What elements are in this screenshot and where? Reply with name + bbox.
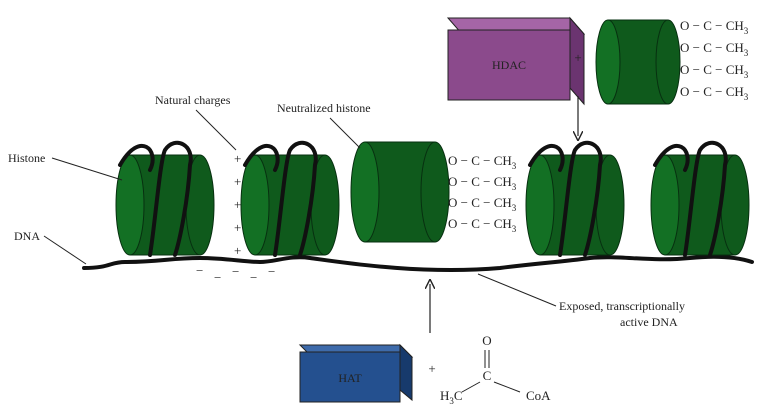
- hat-label: HAT: [338, 371, 362, 385]
- histone-neutralized: [350, 141, 450, 243]
- plus-sign-hdac: +: [574, 50, 581, 65]
- neutralized-histone-label: Neutralized histone: [277, 101, 371, 115]
- plus-charge: +: [234, 220, 241, 235]
- histone-wrapped-5: [650, 140, 750, 257]
- dna-label: DNA: [14, 229, 40, 243]
- negative-charges: − − − − −: [196, 263, 275, 285]
- plus-charge: +: [234, 243, 241, 258]
- plus-charge: +: [234, 151, 241, 166]
- histone-acetylated-top: [595, 19, 681, 105]
- histone-wrapped-4: [525, 140, 625, 257]
- exposed-dna-label-line2: active DNA: [620, 315, 678, 329]
- minus-charge: −: [250, 270, 257, 285]
- acetyl-group: O − C − CH3: [680, 62, 749, 80]
- coa-label: CoA: [526, 388, 551, 403]
- acetyl-group: O − C − CH3: [680, 18, 749, 36]
- plus-sign-hat: +: [428, 361, 435, 376]
- carbonyl-oxygen: O: [482, 333, 491, 348]
- acetyl-groups-top: O − C − CH3 O − C − CH3 O − C − CH3 O − …: [680, 18, 749, 102]
- neutralized-histone-leader-line: [329, 117, 361, 149]
- plus-charge: +: [234, 174, 241, 189]
- acetyl-group: O − C − CH3: [448, 195, 517, 213]
- minus-charge: −: [196, 263, 203, 278]
- acetyl-group: O − C − CH3: [448, 174, 517, 192]
- acetyl-groups-neutralized: O − C − CH3 O − C − CH3 O − C − CH3 O − …: [448, 153, 517, 234]
- dna-strand: [82, 254, 754, 273]
- dna-leader-line: [43, 235, 87, 265]
- acetyl-group: O − C − CH3: [680, 84, 749, 102]
- exposed-dna-leader-line: [477, 273, 557, 307]
- positive-charges: + + + + +: [234, 151, 241, 258]
- minus-charge: −: [268, 264, 275, 279]
- hdac-label: HDAC: [492, 58, 526, 72]
- minus-charge: −: [232, 264, 239, 279]
- histone-wrapped-2: [240, 140, 340, 257]
- minus-charge: −: [214, 270, 221, 285]
- natural-charges-label: Natural charges: [155, 93, 231, 107]
- acetyl-group: O − C − CH3: [448, 153, 517, 171]
- carbonyl-carbon: C: [483, 368, 492, 383]
- hdac-enzyme-box: HDAC: [446, 16, 586, 106]
- histone-leader-line: [51, 157, 123, 181]
- plus-charge: +: [234, 197, 241, 212]
- acetyl-group: O − C − CH3: [680, 40, 749, 58]
- exposed-dna-label-line1: Exposed, transcriptionally: [559, 299, 685, 313]
- acetyl-coa-structure: O C H3C CoA: [440, 333, 551, 406]
- methyl-group: H3C: [440, 388, 463, 406]
- acetyl-group: O − C − CH3: [448, 216, 517, 234]
- histone-label: Histone: [8, 151, 45, 165]
- histone-wrapped-1: [115, 140, 215, 257]
- hat-enzyme-box: HAT: [298, 343, 414, 403]
- natural-charges-leader-line: [195, 109, 237, 151]
